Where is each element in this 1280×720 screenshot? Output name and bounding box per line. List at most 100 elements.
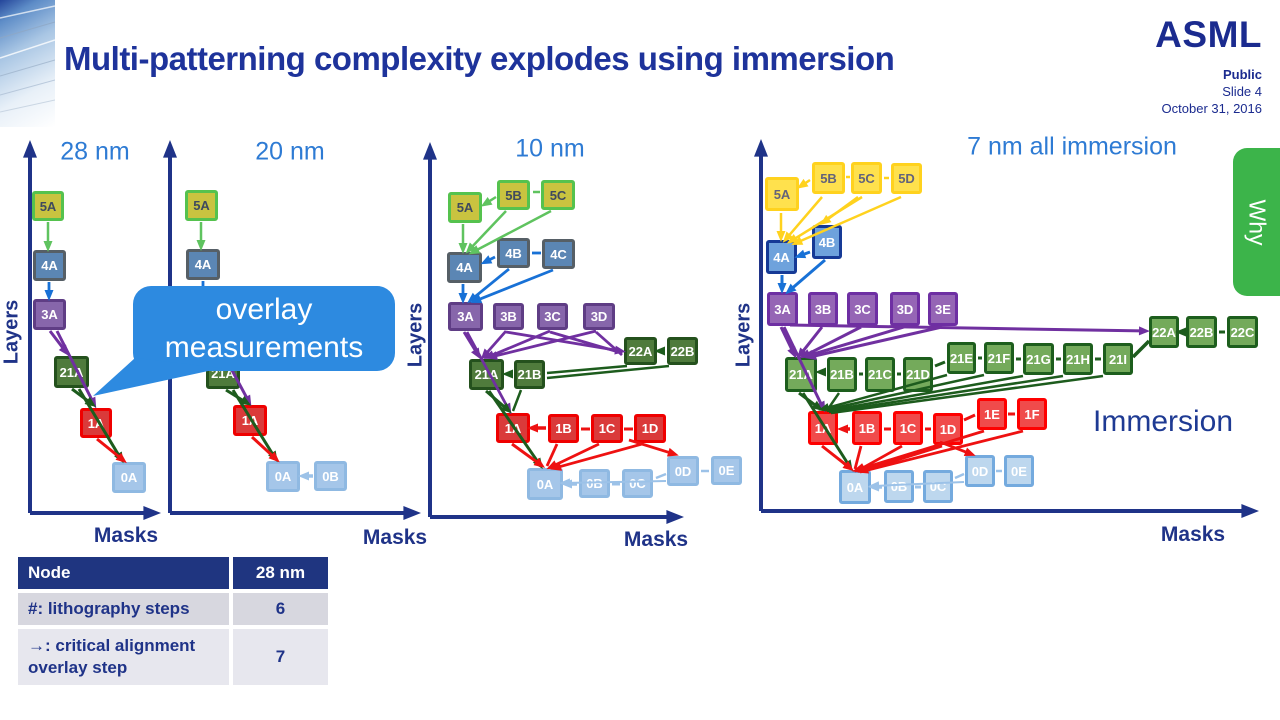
node-box-7nm-3C: 3C [847, 292, 878, 326]
node-box-20nm-4A: 4A [186, 249, 220, 280]
node-box-28nm-5A: 5A [32, 191, 64, 221]
masks-axis-label-20nm: Masks [362, 526, 428, 549]
why-tab-label: Why [1244, 199, 1270, 245]
node-box-7nm-1E: 1E [977, 398, 1007, 430]
node-box-10nm-0E: 0E [711, 456, 742, 485]
node-box-7nm-1C: 1C [893, 411, 923, 445]
node-box-7nm-21D: 21D [903, 357, 933, 392]
node-box-7nm-0D: 0D [965, 455, 995, 487]
node-box-7nm-0C: 0C [923, 470, 953, 503]
layers-axis-label-28nm: Layers [0, 299, 23, 365]
callout-line2: measurements [164, 330, 364, 364]
node-box-10nm-1B: 1B [548, 414, 579, 443]
masks-axis-label-28nm: Masks [93, 524, 159, 547]
litho-steps-label: #: lithography steps [18, 593, 229, 625]
chart-title-20nm: 20 nm [255, 137, 325, 166]
node-box-10nm-0A: 0A [527, 468, 563, 500]
node-box-10nm-1C: 1C [591, 414, 623, 443]
classification-label: Public [1222, 66, 1262, 82]
asml-logo: ASML [1155, 14, 1262, 55]
slide-date: October 31, 2016 [1161, 100, 1262, 116]
overlay-step-label-line1: →: critical alignment [28, 635, 196, 655]
overlay-measurements-callout: overlay measurements [133, 286, 395, 371]
node-box-10nm-4B: 4B [497, 238, 530, 268]
node-box-7nm-3E: 3E [928, 292, 958, 326]
masks-axis-label-10nm: Masks [623, 528, 689, 551]
summary-table: Node 28 nm #: lithography steps 6 →: cri… [18, 557, 332, 689]
node-box-7nm-5A: 5A [765, 177, 799, 211]
node-box-7nm-1D: 1D [933, 413, 963, 445]
table-header-28nm: 28 nm [233, 557, 328, 589]
node-box-10nm-0C: 0C [622, 469, 653, 498]
node-box-20nm-5A: 5A [185, 190, 218, 221]
overlay-step-label: →: critical alignment overlay step [18, 629, 229, 685]
table-row-litho-steps: #: lithography steps 6 [18, 593, 332, 625]
slide-title: Multi-patterning complexity explodes usi… [64, 40, 895, 78]
decoration-rays [0, 5, 55, 113]
logo-block: ASML Public Slide 4 October 31, 2016 [1155, 14, 1262, 116]
node-box-7nm-22A: 22A [1149, 316, 1179, 348]
node-box-7nm-21I: 21I [1103, 343, 1133, 375]
node-box-7nm-21A: 21A [785, 357, 817, 392]
node-box-10nm-0D: 0D [667, 456, 699, 486]
node-box-7nm-21C: 21C [865, 357, 895, 392]
immersion-label: Immersion [1093, 405, 1234, 438]
node-box-10nm-5B: 5B [497, 180, 530, 210]
node-box-7nm-21G: 21G [1023, 343, 1054, 375]
node-box-10nm-0B: 0B [579, 469, 610, 498]
table-header-row: Node 28 nm [18, 557, 332, 589]
callout-tail [93, 358, 222, 396]
node-box-7nm-22B: 22B [1186, 316, 1217, 348]
node-box-10nm-21A: 21A [469, 359, 504, 390]
table-header-node: Node [18, 557, 229, 589]
node-box-7nm-21B: 21B [827, 357, 857, 392]
node-box-7nm-21E: 21E [947, 342, 976, 374]
node-box-10nm-4C: 4C [542, 239, 575, 269]
node-box-10nm-3D: 3D [583, 303, 615, 330]
node-box-7nm-22C: 22C [1227, 316, 1258, 348]
node-box-10nm-3C: 3C [537, 303, 568, 330]
node-box-7nm-0A: 0A [839, 470, 871, 504]
node-box-7nm-0B: 0B [884, 470, 914, 503]
slide-number: Slide 4 [1222, 83, 1262, 99]
layers-axis-label-7nm: Layers [732, 302, 755, 368]
node-box-28nm-1A: 1A [80, 408, 112, 438]
node-box-10nm-3A: 3A [448, 302, 483, 331]
node-box-28nm-4A: 4A [33, 250, 66, 281]
node-box-20nm-0A: 0A [266, 461, 300, 492]
node-box-10nm-5A: 5A [448, 192, 482, 223]
node-box-10nm-3B: 3B [493, 303, 524, 330]
chart-title-7nm: 7 nm all immersion [967, 132, 1177, 161]
chart-title-28nm: 28 nm [60, 137, 130, 166]
node-box-7nm-5D: 5D [891, 163, 922, 194]
node-box-7nm-3D: 3D [890, 292, 920, 326]
table-row-overlay-step: →: critical alignment overlay step 7 [18, 629, 332, 685]
node-box-7nm-3A: 3A [767, 292, 798, 326]
node-box-28nm-3A: 3A [33, 299, 66, 330]
node-box-28nm-0A: 0A [112, 462, 146, 493]
litho-steps-value: 6 [233, 593, 328, 625]
overlay-step-value: 7 [233, 629, 328, 685]
node-box-7nm-21H: 21H [1063, 343, 1093, 375]
node-box-7nm-1F: 1F [1017, 398, 1047, 430]
layers-axis-label-10nm: Layers [404, 302, 427, 368]
node-box-10nm-1A: 1A [496, 413, 530, 443]
node-box-10nm-22A: 22A [624, 337, 657, 365]
masks-axis-label-7nm: Masks [1160, 523, 1226, 546]
chart-title-10nm: 10 nm [515, 134, 585, 163]
node-box-7nm-1B: 1B [852, 411, 882, 445]
node-box-20nm-0B: 0B [314, 461, 347, 491]
node-box-7nm-3B: 3B [808, 292, 838, 326]
node-box-7nm-0E: 0E [1004, 455, 1034, 487]
node-box-7nm-4B: 4B [812, 225, 842, 259]
node-box-7nm-21F: 21F [984, 342, 1014, 374]
node-box-7nm-1A: 1A [808, 411, 838, 445]
node-box-10nm-22B: 22B [667, 337, 698, 365]
node-box-7nm-5C: 5C [851, 162, 882, 194]
why-tab[interactable]: Why [1233, 148, 1280, 296]
node-box-10nm-5C: 5C [541, 180, 575, 210]
corner-decoration-graphic [0, 0, 55, 127]
node-box-7nm-4A: 4A [766, 240, 797, 274]
node-box-10nm-4A: 4A [447, 252, 482, 283]
overlay-step-label-line2: overlay step [28, 658, 128, 677]
